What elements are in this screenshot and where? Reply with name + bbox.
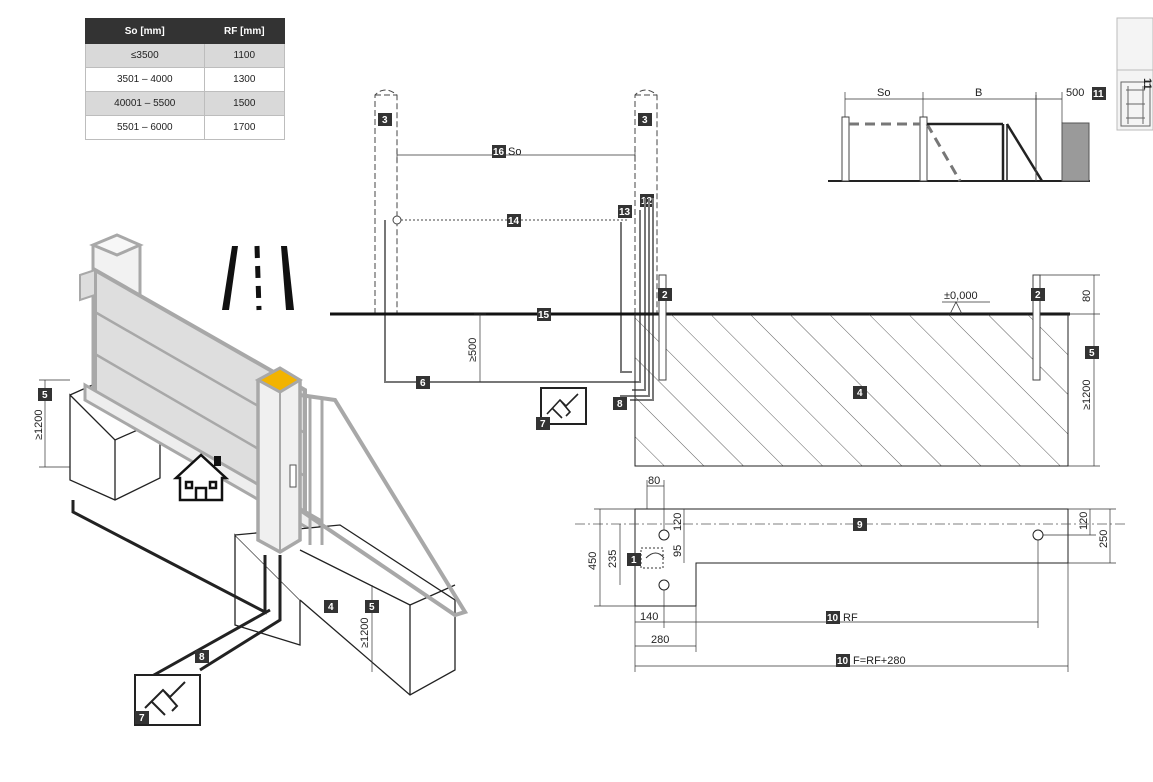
dimension-120-right-label: 120 bbox=[1078, 512, 1090, 530]
marker-8: 8 bbox=[199, 652, 205, 663]
table-header-rf: RF [mm] bbox=[203, 18, 286, 44]
table-row: 5501 – 6000 1700 bbox=[85, 115, 286, 140]
dimension-so-label: So bbox=[877, 87, 890, 99]
marker-2: 2 bbox=[1035, 290, 1041, 301]
marker-11: 11 bbox=[1093, 89, 1104, 100]
dimension-table: So [mm] RF [mm] ≤3500 1100 3501 – 4000 1… bbox=[85, 18, 286, 140]
dimension-140-label: 140 bbox=[640, 611, 658, 623]
house-icon bbox=[172, 453, 230, 502]
table-cell: 1300 bbox=[203, 67, 286, 92]
marker-5: 5 bbox=[42, 390, 48, 401]
table-cell: 1700 bbox=[203, 115, 286, 140]
table-row: 3501 – 4000 1300 bbox=[85, 67, 286, 92]
dimension-280-label: 280 bbox=[651, 634, 669, 646]
marker-16: 16 bbox=[493, 147, 505, 158]
level-label: ±0,000 bbox=[944, 290, 978, 302]
table-cell: 1100 bbox=[203, 43, 286, 68]
table-cell: 3501 – 4000 bbox=[85, 67, 205, 92]
dimension-95-label: 95 bbox=[672, 545, 684, 557]
table-cell: 5501 – 6000 bbox=[85, 115, 205, 140]
dimension-120-label: 120 bbox=[672, 513, 684, 531]
isometric-gate-view: 7 8 4 5 ≥1200 5 ≥1200 bbox=[33, 233, 469, 726]
dimension-so-label: So bbox=[508, 146, 521, 158]
table-cell: 1500 bbox=[203, 91, 286, 116]
marker-4: 4 bbox=[328, 602, 334, 613]
dimension-rf-label: RF bbox=[843, 612, 858, 624]
road-icon bbox=[222, 245, 294, 311]
marker-8: 8 bbox=[617, 399, 623, 410]
table-cell: 40001 – 5500 bbox=[85, 91, 205, 116]
dimension-f-formula-label: F=RF+280 bbox=[853, 655, 906, 667]
marker-3: 3 bbox=[382, 115, 388, 126]
foundation-plan: 1 9 80 120 95 235 450 120 250 140 bbox=[575, 475, 1125, 672]
marker-9: 9 bbox=[857, 520, 863, 531]
marker-2: 2 bbox=[662, 290, 668, 301]
table-row: 40001 – 5500 1500 bbox=[85, 91, 286, 116]
dimension-500-label: 500 bbox=[1066, 87, 1084, 99]
marker-1: 1 bbox=[631, 555, 637, 566]
gate-logo-icon bbox=[1120, 81, 1151, 127]
dimension-80-top-label: 80 bbox=[648, 475, 660, 487]
dimension-250-label: 250 bbox=[1098, 530, 1110, 548]
page-tab: 11 bbox=[1116, 17, 1153, 131]
marker-13: 13 bbox=[619, 207, 631, 218]
marker-12: 12 bbox=[641, 196, 653, 207]
marker-5: 5 bbox=[369, 602, 375, 613]
side-elevation-view: So B 500 11 bbox=[828, 87, 1106, 182]
dimension-235-label: 235 bbox=[607, 550, 619, 568]
section-view: 3 3 16 So 14 13 12 6 8 7 bbox=[330, 89, 1100, 467]
dimension-min-1200-label: ≥1200 bbox=[1081, 379, 1093, 410]
marker-3: 3 bbox=[642, 115, 648, 126]
table-header-so: So [mm] bbox=[85, 18, 205, 44]
junction-box-icon bbox=[144, 681, 186, 716]
dimension-80-label: 80 bbox=[1081, 290, 1093, 302]
table-cell: ≤3500 bbox=[85, 43, 205, 68]
marker-7: 7 bbox=[139, 713, 145, 724]
marker-6: 6 bbox=[420, 378, 426, 389]
table-row: ≤3500 1100 bbox=[85, 43, 286, 68]
dimension-min-1200-left-label: ≥1200 bbox=[33, 409, 45, 440]
marker-5: 5 bbox=[1089, 348, 1095, 359]
dimension-450-label: 450 bbox=[587, 552, 599, 570]
marker-4: 4 bbox=[857, 388, 863, 399]
junction-box-icon bbox=[546, 393, 579, 419]
page-number: 11 bbox=[1141, 78, 1153, 90]
marker-10: 10 bbox=[837, 656, 849, 667]
dimension-b-label: B bbox=[975, 87, 982, 99]
dimension-min-1200-front-label: ≥1200 bbox=[359, 617, 371, 648]
marker-14: 14 bbox=[508, 216, 520, 227]
marker-10: 10 bbox=[827, 613, 839, 624]
dimension-min-500-label: ≥500 bbox=[467, 338, 479, 362]
marker-15: 15 bbox=[538, 310, 550, 321]
marker-7: 7 bbox=[540, 419, 546, 430]
